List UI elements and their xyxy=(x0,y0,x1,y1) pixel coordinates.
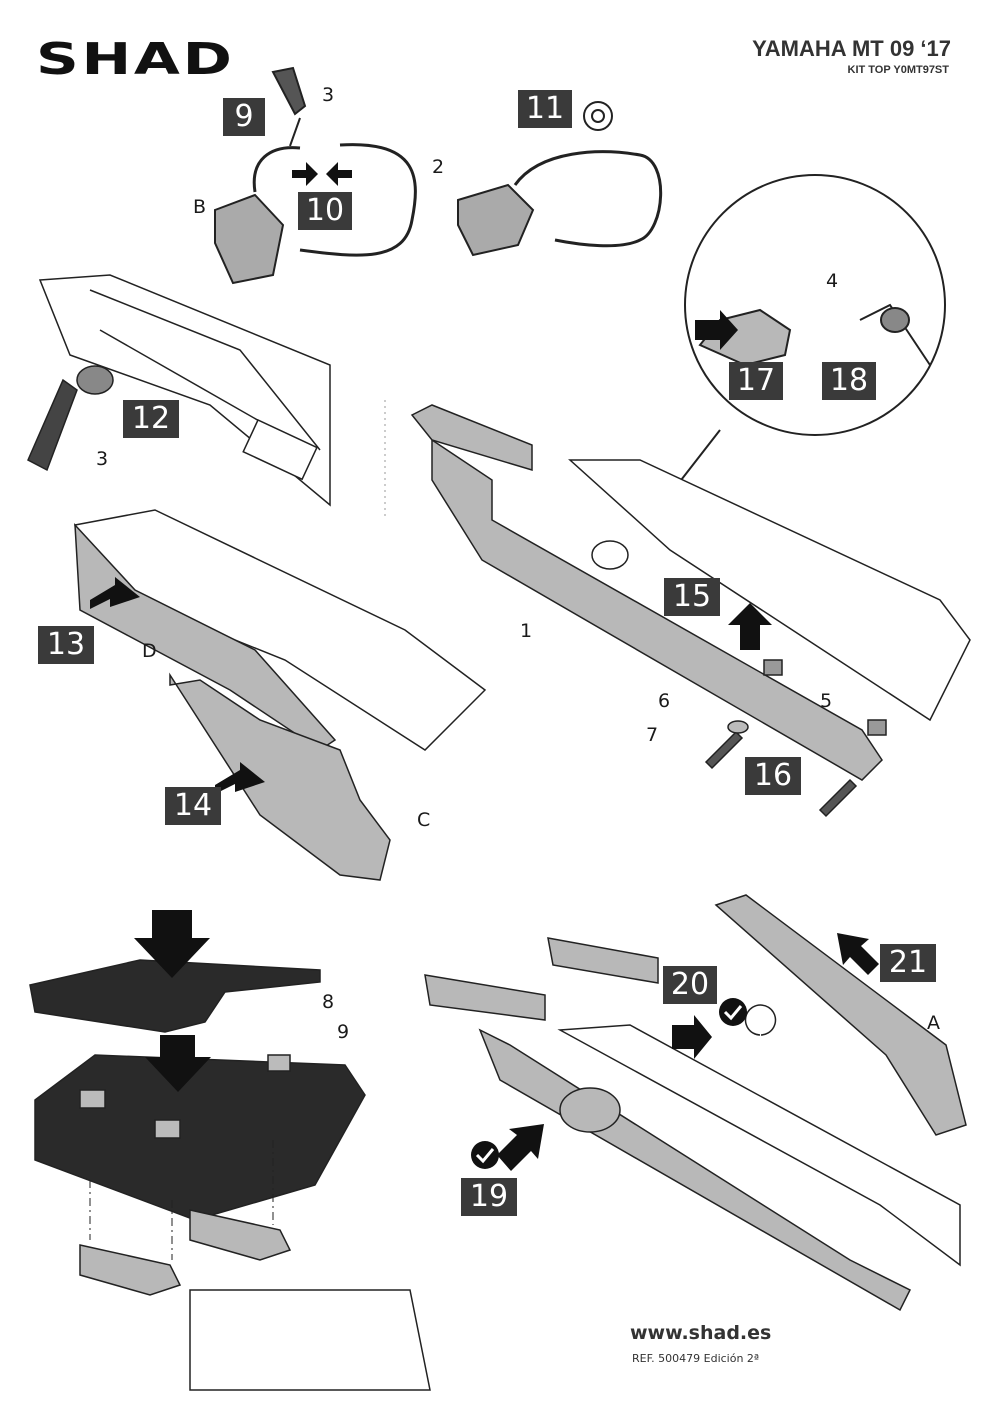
step-badge-11: 11 xyxy=(518,90,572,128)
arrow-17-icon xyxy=(695,310,738,350)
final-assembly-diagram xyxy=(424,894,967,1312)
document-reference: REF. 500479 Edición 2ª xyxy=(632,1352,760,1365)
part-label-8: 8 xyxy=(322,991,335,1013)
part-label-4: 4 xyxy=(826,270,839,292)
arrow-21-icon xyxy=(837,933,879,975)
alignment-lines xyxy=(89,1140,274,1260)
brand-logo: SHAD xyxy=(36,34,235,85)
arrow-20-icon xyxy=(672,1015,712,1059)
step-badge-18: 18 xyxy=(822,362,876,400)
indicator-wiring-diagram xyxy=(214,66,417,285)
step-badge-12: 12 xyxy=(123,400,179,438)
top-case-base-diagram xyxy=(29,959,431,1391)
part-label-5: 5 xyxy=(820,690,833,712)
website-link[interactable]: www.shad.es xyxy=(630,1322,772,1344)
arrow-14-icon xyxy=(215,762,265,794)
arrow-down-small-icon xyxy=(145,1035,211,1092)
arrow-15-icon xyxy=(728,603,772,650)
part-label-2: 2 xyxy=(432,156,445,178)
step-badge-10: 10 xyxy=(298,192,352,230)
arrow-left-icon xyxy=(326,162,352,186)
step-badge-17: 17 xyxy=(729,362,783,400)
part-label-6: 6 xyxy=(658,690,671,712)
step-badge-15: 15 xyxy=(664,578,720,616)
part-label-3a: 3 xyxy=(322,84,335,106)
part-label-A: A xyxy=(927,1012,940,1034)
part-label-3b: 3 xyxy=(96,448,109,470)
step-badge-16: 16 xyxy=(745,757,801,795)
arrow-down-big-icon xyxy=(134,910,210,978)
kit-reference: KIT TOP Y0MT97ST xyxy=(847,64,949,76)
step-badge-14: 14 xyxy=(165,787,221,825)
part-label-1: 1 xyxy=(520,620,533,642)
part-label-C: C xyxy=(417,809,431,831)
step-badge-20: 20 xyxy=(663,966,717,1004)
part-label-9: 9 xyxy=(337,1021,350,1043)
detail-circle-17-18 xyxy=(649,174,946,521)
arrow-19-icon xyxy=(497,1124,544,1171)
step-badge-19: 19 xyxy=(461,1178,517,1216)
step-badge-13: 13 xyxy=(38,626,94,664)
model-title: YAMAHA MT 09 ‘17 xyxy=(752,36,951,61)
step-badge-9: 9 xyxy=(223,98,265,136)
tail-section-diagram-12 xyxy=(27,274,331,507)
arrow-right-icon xyxy=(292,162,318,186)
check-icon-19 xyxy=(471,1141,499,1169)
step-badge-21: 21 xyxy=(880,944,936,982)
part-label-B: B xyxy=(193,196,207,218)
rack-assembly-diagram xyxy=(410,404,971,818)
part-label-7: 7 xyxy=(646,724,659,746)
part-label-D: D xyxy=(142,640,157,662)
arrow-13-icon xyxy=(90,577,140,609)
indicator-clip-diagram xyxy=(457,101,663,257)
check-icon-20 xyxy=(719,998,747,1026)
